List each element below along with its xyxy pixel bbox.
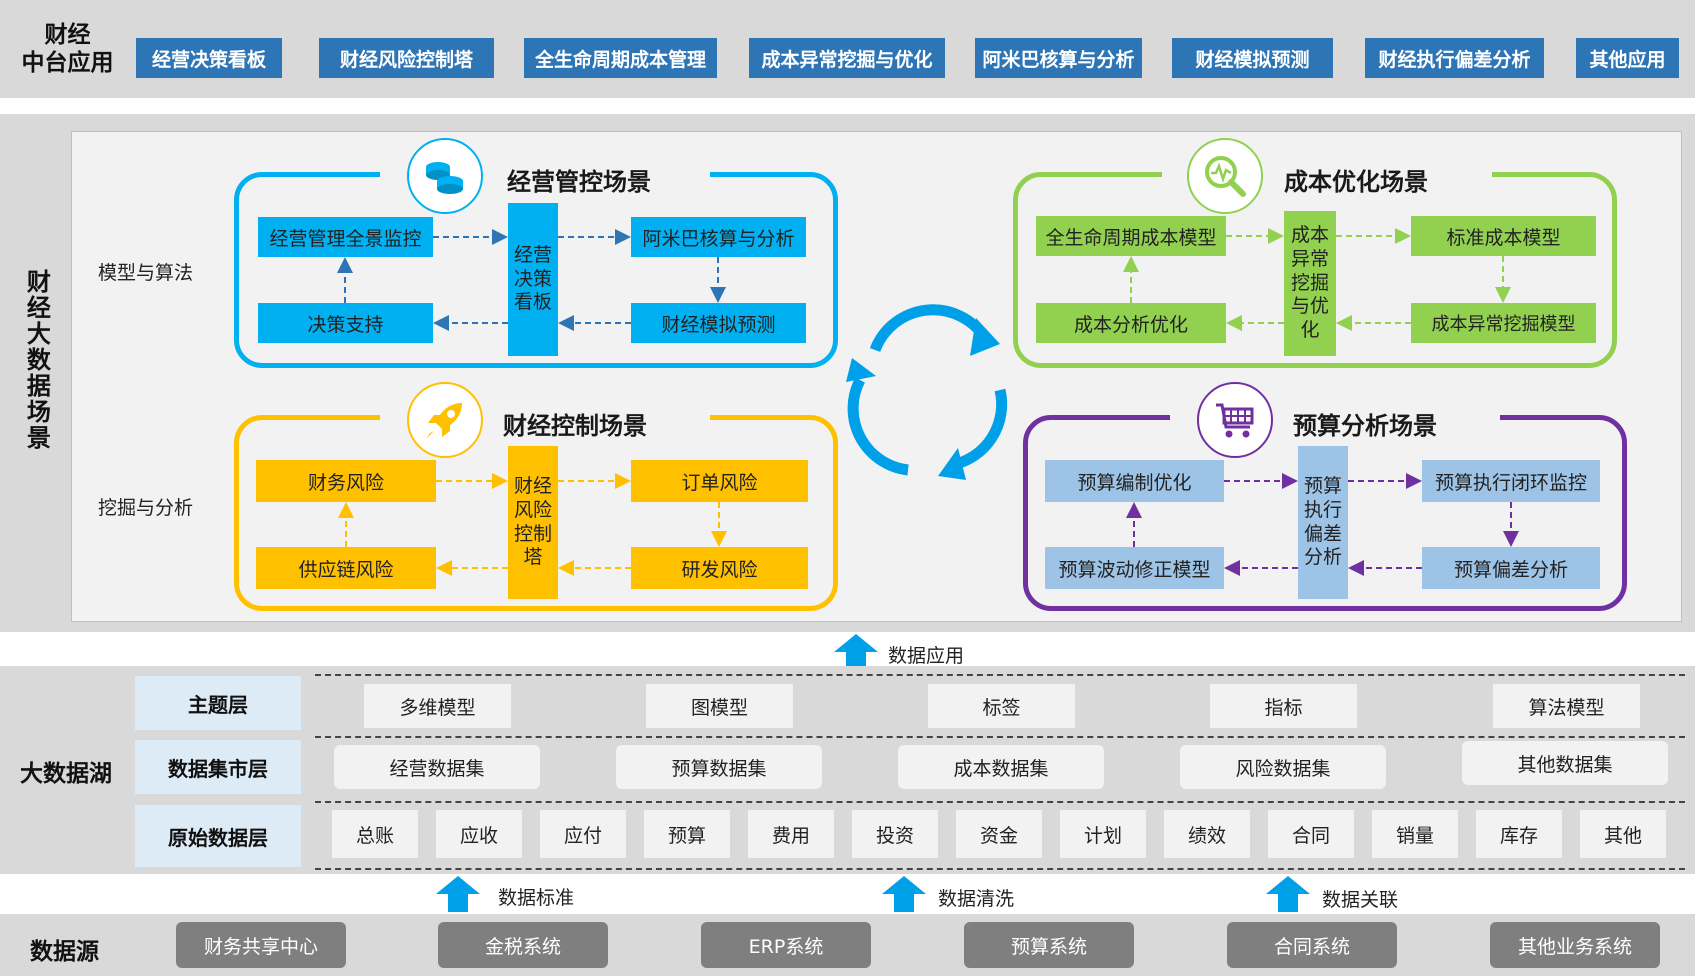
- magnifier-chart-icon: [1187, 138, 1263, 214]
- app-button-cost-anomaly[interactable]: 成本异常挖掘与优化: [749, 38, 945, 78]
- data-cleaning-arrow-icon: [882, 876, 926, 912]
- flow-label-cleaning: 数据清洗: [938, 888, 1015, 910]
- budget-box-closed-loop: 预算执行闭环监控: [1422, 460, 1600, 502]
- flow-label-linking: 数据关联: [1322, 889, 1399, 911]
- raw-item: 总账: [332, 810, 418, 858]
- source-item: 金税系统: [438, 922, 608, 968]
- data-linking-arrow-icon: [1266, 876, 1310, 912]
- source-item: 预算系统: [964, 922, 1134, 968]
- cart-icon: [1197, 382, 1273, 458]
- topic-item: 标签: [928, 684, 1075, 728]
- data-standard-arrow-icon: [436, 876, 480, 912]
- raw-item: 绩效: [1164, 810, 1250, 858]
- app-button-dashboard[interactable]: 经营决策看板: [136, 38, 282, 78]
- cost-box-lifecycle: 全生命周期成本模型: [1036, 216, 1226, 256]
- ops-box-panorama: 经营管理全景监控: [258, 217, 433, 257]
- source-item: 财务共享中心: [176, 922, 346, 968]
- topic-item: 算法模型: [1493, 684, 1640, 728]
- budget-scene-title: 预算分析场景: [1283, 406, 1447, 441]
- risk-box-rd: 研发风险: [631, 547, 808, 589]
- risk-box-order: 订单风险: [631, 460, 808, 502]
- data-source-title: 数据源: [30, 939, 99, 965]
- coins-icon: [407, 138, 483, 214]
- app-button-lifecycle-cost[interactable]: 全生命周期成本管理: [524, 38, 717, 78]
- flow-label-standard: 数据标准: [498, 887, 575, 909]
- app-button-amoeba[interactable]: 阿米巴核算与分析: [975, 38, 1142, 78]
- app-button-risk-tower[interactable]: 财经风险控制塔: [319, 38, 494, 78]
- source-item: 其他业务系统: [1490, 922, 1660, 968]
- raw-item: 资金: [956, 810, 1042, 858]
- cycle-icon: [847, 304, 1008, 476]
- top-title: 财经 中台应用: [10, 20, 125, 80]
- budget-box-compile: 预算编制优化: [1045, 460, 1224, 502]
- top-title-line1: 财经: [44, 22, 91, 49]
- risk-center-tower: 财经风险控制塔: [508, 446, 558, 599]
- ops-box-decision: 决策支持: [258, 303, 433, 343]
- raw-item: 应付: [540, 810, 626, 858]
- cost-center-anomaly: 成本异常挖掘与优化: [1284, 211, 1336, 356]
- raw-item: 费用: [748, 810, 834, 858]
- dash-divider-2: [315, 736, 1685, 738]
- source-item: ERP系统: [701, 922, 871, 968]
- raw-item: 应收: [436, 810, 522, 858]
- raw-item: 销量: [1372, 810, 1458, 858]
- cost-box-anomaly-model: 成本异常挖掘模型: [1411, 303, 1596, 343]
- cost-box-analysis: 成本分析优化: [1036, 303, 1226, 343]
- app-button-other[interactable]: 其他应用: [1576, 38, 1679, 78]
- mart-item: 成本数据集: [898, 745, 1104, 789]
- raw-layer-label: 原始数据层: [135, 805, 301, 867]
- budget-box-fluctuation: 预算波动修正模型: [1045, 547, 1224, 589]
- ops-scene-title: 经营管控场景: [497, 162, 661, 197]
- topic-item: 图模型: [646, 684, 793, 728]
- data-app-arrow-icon: [834, 634, 878, 666]
- raw-item: 其他: [1580, 810, 1666, 858]
- risk-box-financial: 财务风险: [256, 460, 436, 502]
- scenario-side-title: 财经大数据场景: [22, 269, 51, 451]
- scenario-panel: [71, 131, 1682, 622]
- data-app-label: 数据应用: [888, 645, 965, 667]
- mart-item: 预算数据集: [616, 745, 822, 789]
- app-button-deviation[interactable]: 财经执行偏差分析: [1365, 38, 1544, 78]
- raw-item: 合同: [1268, 810, 1354, 858]
- budget-center-deviation: 预算执行偏差分析: [1298, 446, 1348, 599]
- ops-center-dashboard: 经营决策看板: [508, 203, 558, 356]
- cost-scene-title: 成本优化场景: [1274, 162, 1438, 197]
- budget-box-deviation: 预算偏差分析: [1422, 547, 1600, 589]
- dash-divider-3: [315, 801, 1685, 803]
- topic-item: 指标: [1210, 684, 1357, 728]
- dash-divider-1: [315, 674, 1685, 676]
- ops-box-amoeba: 阿米巴核算与分析: [631, 217, 806, 257]
- label-mining-analysis: 挖掘与分析: [98, 497, 194, 519]
- raw-item: 计划: [1060, 810, 1146, 858]
- risk-scene-title: 财经控制场景: [493, 406, 657, 441]
- raw-item: 投资: [852, 810, 938, 858]
- risk-box-supply: 供应链风险: [256, 547, 436, 589]
- label-model-algorithm: 模型与算法: [98, 262, 194, 284]
- mart-layer-label: 数据集市层: [135, 740, 301, 794]
- raw-item: 预算: [644, 810, 730, 858]
- data-lake-title: 大数据湖: [20, 761, 112, 787]
- app-button-simulation[interactable]: 财经模拟预测: [1172, 38, 1333, 78]
- topic-layer-label: 主题层: [135, 676, 301, 730]
- top-title-line2: 中台应用: [21, 50, 114, 76]
- mart-item: 经营数据集: [334, 745, 540, 789]
- topic-item: 多维模型: [364, 684, 511, 728]
- ops-box-simulation: 财经模拟预测: [631, 303, 806, 343]
- cost-box-standard: 标准成本模型: [1411, 216, 1596, 256]
- raw-item: 库存: [1476, 810, 1562, 858]
- dash-divider-4: [315, 868, 1685, 870]
- mart-item: 风险数据集: [1180, 745, 1386, 789]
- mart-item: 其他数据集: [1462, 741, 1668, 785]
- source-item: 合同系统: [1227, 922, 1397, 968]
- rocket-icon: [407, 382, 483, 458]
